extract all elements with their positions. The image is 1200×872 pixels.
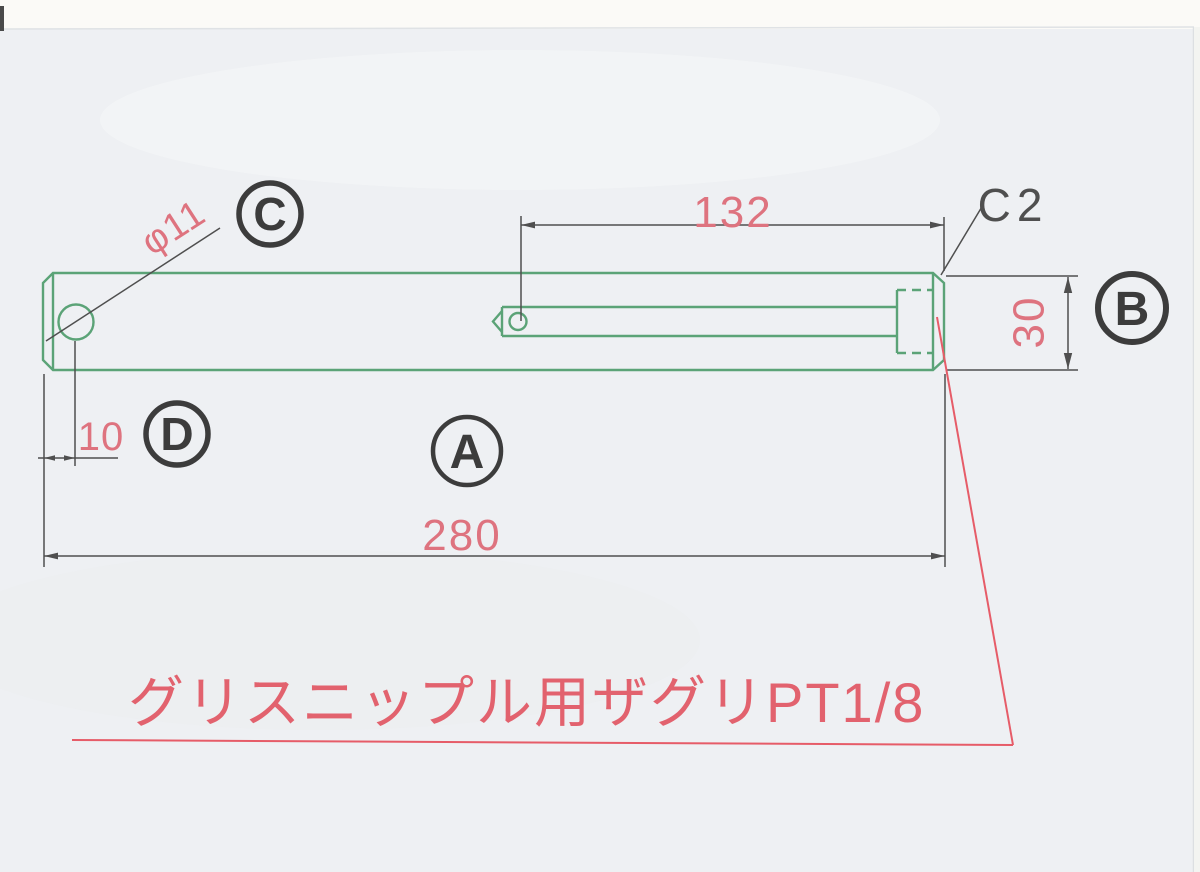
paper-top-edge xyxy=(0,26,1195,30)
dimension-arrowheads xyxy=(44,221,1073,560)
dimension-lines xyxy=(38,204,1078,567)
arrow-280-left xyxy=(44,552,58,560)
balloon-b-circle xyxy=(1095,271,1169,345)
leader-hole-diameter xyxy=(45,227,221,342)
leader-chamfer xyxy=(940,204,984,276)
balloon-b-label: B xyxy=(1115,283,1150,336)
arrow-30-bottom xyxy=(1063,353,1073,369)
balloon-c: C xyxy=(236,180,304,248)
balloon-c-label: C xyxy=(253,188,286,240)
arrow-10-right xyxy=(64,455,75,461)
part-view xyxy=(41,271,946,372)
dim-slot-length-text: 132 xyxy=(693,188,772,237)
paper-highlight xyxy=(100,50,940,190)
note-underline xyxy=(71,739,1014,746)
drill-tip xyxy=(491,310,503,333)
arrow-132-left xyxy=(521,221,535,229)
arrow-30-top xyxy=(1063,277,1073,293)
note-leader xyxy=(71,316,1014,746)
cross-hole xyxy=(508,311,528,332)
balloon-a-circle xyxy=(430,414,504,488)
note-leader-line xyxy=(936,316,1014,746)
dim-overall-length-text: 280 xyxy=(422,511,501,560)
dim-chamfer-text: C2 xyxy=(978,179,1049,231)
arrow-280-right xyxy=(931,552,945,560)
balloon-b: B xyxy=(1095,271,1169,345)
arrow-132-right xyxy=(930,221,944,229)
balloon-c-circle xyxy=(236,180,304,248)
paper-shading xyxy=(0,550,700,730)
paper-right-margin xyxy=(1194,27,1200,872)
balloon-d-label: D xyxy=(160,408,193,460)
balloon-d: D xyxy=(143,400,211,468)
clevis-hole xyxy=(57,303,95,341)
balloons: C D A B xyxy=(143,180,1169,488)
scan-corner-artifact xyxy=(0,6,4,31)
balloon-a-label: A xyxy=(450,426,485,479)
balloon-a: A xyxy=(430,414,504,488)
grease-nipple-note: グリスニップル用ザグリPT1/8 xyxy=(128,671,925,734)
balloon-d-circle xyxy=(143,400,211,468)
arrow-10-left xyxy=(44,455,55,461)
dim-hole-offset-text: 10 xyxy=(78,415,125,459)
dim-shaft-diameter-text: 30 xyxy=(1005,296,1054,349)
